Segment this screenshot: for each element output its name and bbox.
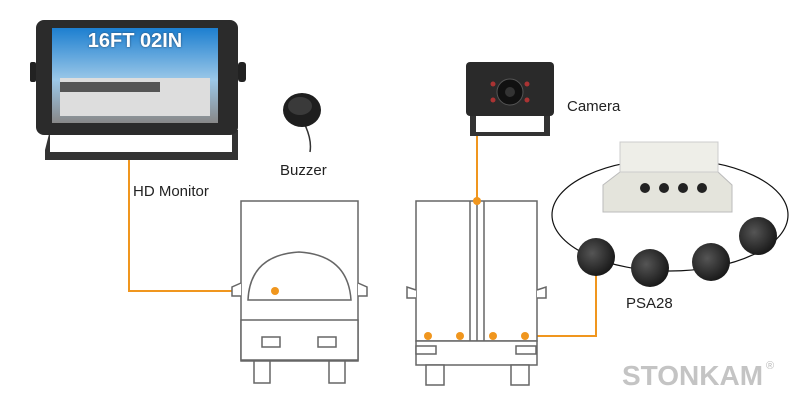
wires [128,135,597,337]
hd-monitor [30,20,246,160]
buzzer-label: Buzzer [280,162,327,179]
truck-rear [406,200,547,386]
monitor-distance-readout: 16FT 02IN [87,30,183,52]
brand-logo-group: STONKAM ® [622,360,774,392]
truck-front [231,200,368,384]
camera [466,62,554,136]
front-camera-dot [271,287,279,295]
control-box [602,141,733,213]
ultrasonic-sensors [577,217,777,287]
hd-monitor-label: HD Monitor [133,183,209,200]
registered-mark: ® [766,360,775,372]
camera-label: Camera [567,98,621,115]
sensor-label: PSA28 [626,295,673,312]
buzzer [283,93,321,153]
rear-sensor-dots [424,197,529,340]
brand-logo: STONKAM [622,360,764,391]
